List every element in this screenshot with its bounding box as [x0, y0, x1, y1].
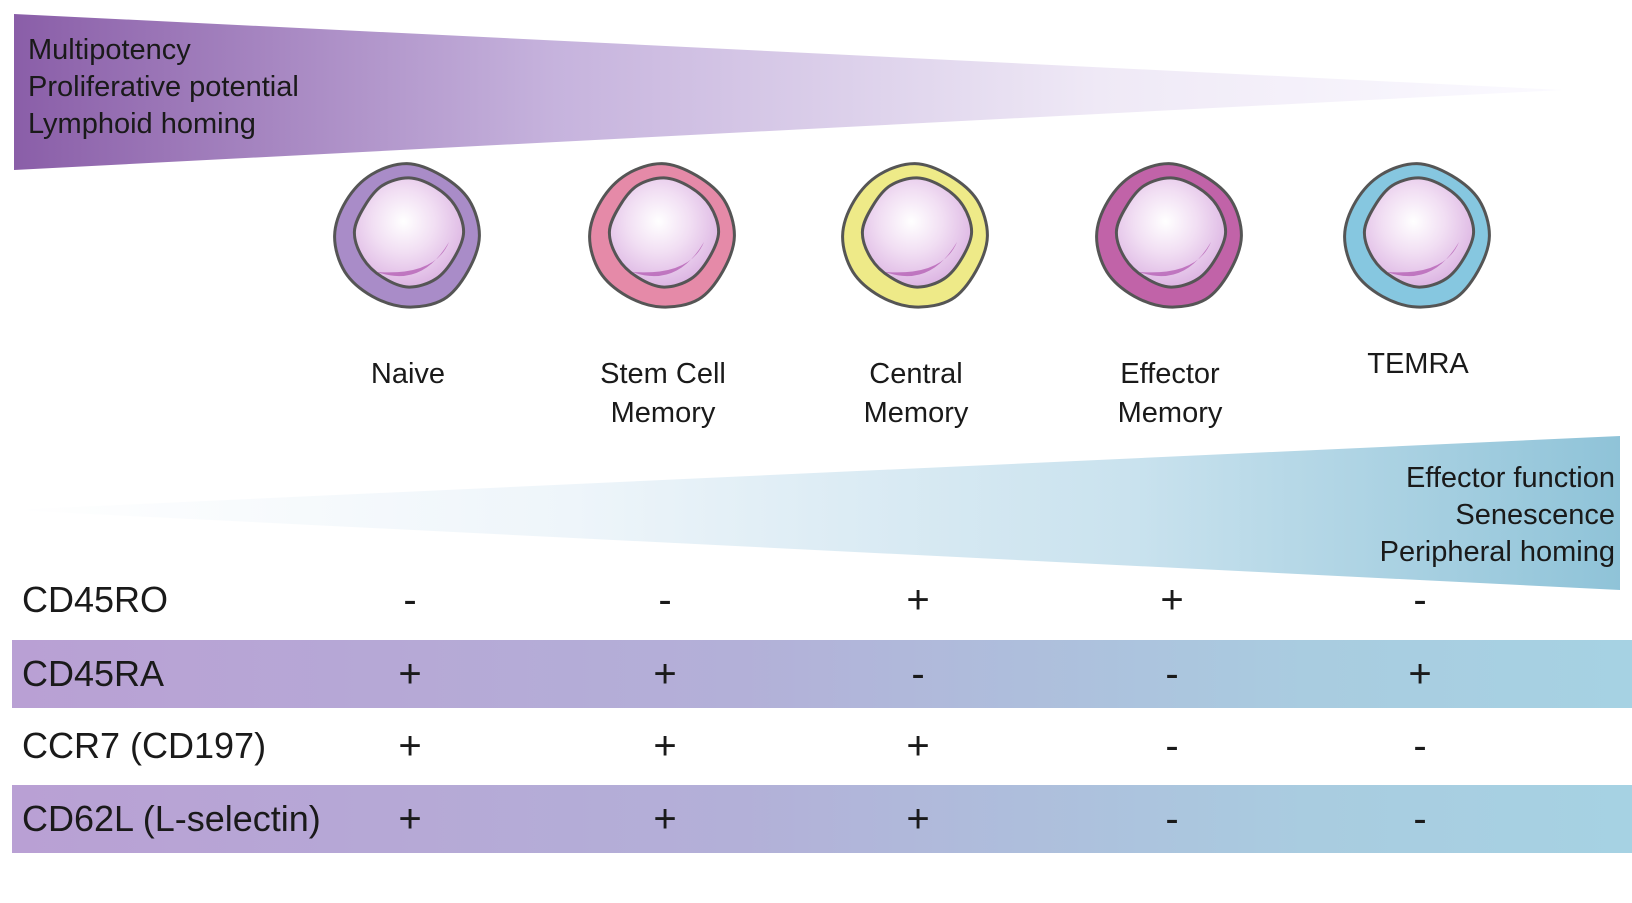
marker-name: CD45RA [22, 653, 165, 694]
cell-label-line: TEMRA [1367, 348, 1469, 380]
top-label-proliferative-potential: Proliferative potential [28, 71, 299, 103]
top-label-multipotency: Multipotency [28, 34, 191, 66]
cell-nucleus [607, 176, 721, 289]
cell-label-line: Memory [610, 397, 716, 429]
positive-sign: + [653, 797, 677, 841]
positive-sign: + [398, 724, 422, 768]
bottom-label-effector-function: Effector function [1405, 462, 1615, 494]
positive-sign: + [653, 652, 677, 696]
marker-row: CCR7 (CD197) + + + - - [12, 712, 1632, 780]
negative-sign: - [1413, 724, 1427, 768]
cell-label-line: Memory [1117, 397, 1223, 429]
cell-label: Naive [298, 355, 518, 394]
nucleus-crescent [377, 242, 449, 277]
nucleus-crescent [632, 242, 704, 277]
cell-label-line: Memory [863, 397, 969, 429]
nucleus-crescent [1139, 242, 1211, 277]
top-gradient-wedge [14, 14, 1562, 170]
negative-sign: - [1413, 578, 1427, 622]
positive-sign: + [1408, 652, 1432, 696]
positive-sign: + [398, 652, 422, 696]
bottom-gradient-wedge [10, 436, 1620, 590]
marker-name: CD45RO [22, 579, 169, 620]
cell-nucleus [860, 176, 974, 289]
marker-name: CD62L (L-selectin) [22, 798, 321, 839]
negative-sign: - [1413, 797, 1427, 841]
cell-label-line: Effector [1120, 358, 1220, 390]
stem-cell-memory-cell-icon [588, 162, 736, 309]
cell-nucleus [1362, 176, 1476, 289]
marker-row: CD62L (L-selectin) + + + - - [12, 785, 1632, 853]
positive-sign: + [906, 578, 930, 622]
temra-cell-icon [1343, 162, 1491, 309]
negative-sign: - [658, 578, 672, 622]
effector-memory-cell-icon [1095, 162, 1243, 309]
positive-sign: + [1160, 578, 1184, 622]
positive-sign: + [906, 724, 930, 768]
marker-row: CD45RA + + - - + [12, 640, 1632, 708]
naive-cell-icon [333, 162, 481, 309]
cell-label-line: Central [869, 358, 963, 390]
bottom-label-peripheral-homing: Peripheral homing [1379, 536, 1615, 568]
cell-label-line: Stem Cell [600, 358, 726, 390]
cell-label-line: Naive [370, 358, 446, 390]
negative-sign: - [1165, 724, 1179, 768]
nucleus-crescent [1387, 242, 1459, 277]
nucleus-crescent [885, 242, 957, 277]
negative-sign: - [911, 652, 925, 696]
marker-name: CCR7 (CD197) [22, 725, 267, 766]
top-gradient-labels: Multipotency Proliferative potential Lym… [28, 32, 299, 143]
top-label-lymphoid-homing: Lymphoid homing [28, 108, 256, 140]
cell-nucleus [352, 176, 466, 289]
cell-nucleus [1114, 176, 1228, 289]
negative-sign: - [1165, 797, 1179, 841]
marker-row: CD45RO - - + + - [12, 566, 1632, 634]
bottom-gradient-labels: Effector function Senescence Peripheral … [1380, 460, 1615, 571]
central-memory-cell-icon [841, 162, 989, 309]
positive-sign: + [906, 797, 930, 841]
negative-sign: - [1165, 652, 1179, 696]
positive-sign: + [398, 797, 422, 841]
cell-label: TEMRA [1308, 345, 1528, 384]
negative-sign: - [403, 578, 417, 622]
bottom-label-senescence: Senescence [1455, 499, 1615, 531]
positive-sign: + [653, 724, 677, 768]
